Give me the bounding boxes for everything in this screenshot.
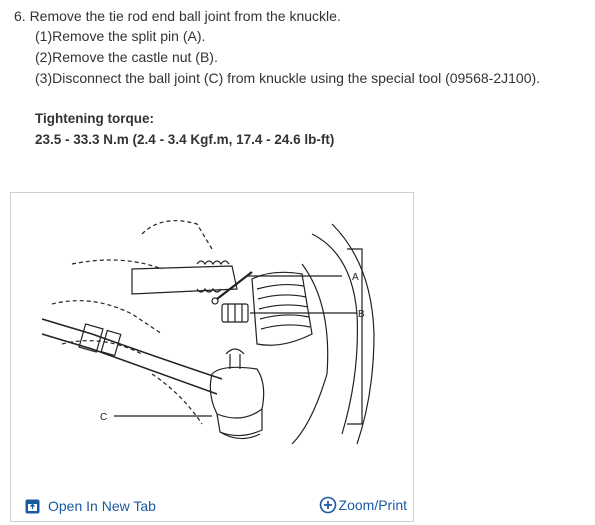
callout-c: C <box>100 412 107 423</box>
open-in-new-tab-label: Open In New Tab <box>48 498 156 514</box>
zoom-print-link[interactable]: Zoom/Print <box>319 496 407 514</box>
torque-title: Tightening torque: <box>35 111 154 126</box>
open-in-new-tab-link[interactable]: Open In New Tab <box>25 498 156 514</box>
tie-rod-diagram: A B C <box>41 220 375 445</box>
substep-castle-nut: (2)Remove the castle nut (B). <box>35 49 218 65</box>
step-heading: 6. Remove the tie rod end ball joint fro… <box>14 8 341 24</box>
zoom-print-label: Zoom/Print <box>338 497 407 513</box>
substep-split-pin: (1)Remove the split pin (A). <box>35 28 206 44</box>
figure-box: A B C Open In New Tab Zoom/Print <box>10 192 414 522</box>
open-new-tab-icon <box>25 499 40 513</box>
torque-value: 23.5 - 33.3 N.m (2.4 - 3.4 Kgf.m, 17.4 -… <box>35 132 335 147</box>
callout-b: B <box>358 309 365 320</box>
callout-a: A <box>352 272 359 283</box>
substep-ball-joint: (3)Disconnect the ball joint (C) from kn… <box>35 70 541 86</box>
zoom-plus-icon <box>319 496 336 514</box>
